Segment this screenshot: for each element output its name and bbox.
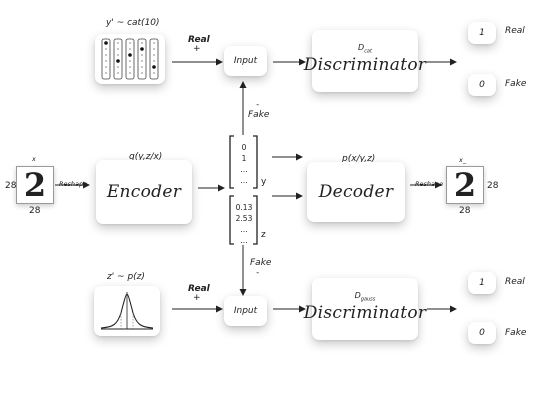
top-input-label: Input [233,56,258,66]
gauss-prior-label: z' ~ p(z) [107,272,145,282]
decoder-label: Decoder [318,182,394,202]
z-value: ... [240,225,248,234]
z-vector-bracket [229,195,258,245]
cat-prior-label: y' ~ cat(10) [106,18,160,28]
encoder-box: Encoder [96,160,192,224]
bottom-fake-output-box: 0 [468,322,496,344]
dcat-discriminator-box: Dcat Discriminator [304,30,426,92]
encoder-title: q(y,z/x) [129,152,163,162]
y-vector-bracket [229,135,258,189]
top-real-output-box: 1 [468,22,496,44]
top-real-output-label: Real [505,26,525,36]
z-vector: 0.13 2.53 ... ... [229,202,259,246]
bottom-real-output-value: 1 [479,278,485,288]
output-size-right: 28 [487,181,499,191]
y-value: 1 [241,154,247,163]
dcat-label: Discriminator [303,54,427,75]
z-value: 2.53 [235,214,253,223]
y-value: 0 [241,143,247,152]
output-digit-image: 2 [446,166,484,204]
bottom-real-output-label: Real [505,277,525,287]
dgauss-discriminator-box: Dgauss Discriminator [304,278,426,340]
bottom-input-box: Input [224,296,267,326]
output-image-title: x_ [459,156,467,164]
bottom-fake-output-value: 0 [479,328,485,338]
input-image-title: x [32,155,36,163]
bottom-real-output-box: 1 [468,272,496,294]
top-real-output-value: 1 [479,28,485,38]
gaussian-curve-icon [100,292,154,330]
top-fake-output-label: Fake [505,79,527,89]
output-reshape-label: Reshape [415,180,444,188]
fake-bottom-label: Fake [250,258,272,268]
onehot-columns-icon [101,38,159,80]
top-real-label: Real [188,35,210,45]
bottom-plus-label: + [193,293,201,303]
gauss-prior-box [94,286,160,336]
fake-top-label: Fake [248,110,270,120]
input-size-left: 28 [5,181,17,191]
top-fake-output-box: 0 [468,74,496,96]
dgauss-title: Dgauss [354,291,376,303]
dcat-title: Dcat [358,43,372,55]
encoder-label: Encoder [106,182,182,202]
decoder-box: Decoder [307,162,405,222]
cat-prior-box [95,34,165,84]
z-value: 0.13 [235,203,253,212]
z-value: ... [240,236,248,245]
bottom-fake-output-label: Fake [505,328,527,338]
input-size-bottom: 28 [29,206,41,216]
top-plus-label: + [193,44,201,54]
y-value: ... [240,165,248,174]
top-fake-output-value: 0 [479,80,485,90]
top-input-box: Input [224,46,267,76]
dgauss-label: Discriminator [303,302,427,323]
decoder-title: p(x/y,z) [342,154,376,164]
bottom-real-label: Real [188,284,210,294]
y-vector: 0 1 ... ... [232,142,256,186]
fake-bottom-minus: - [256,268,260,278]
z-vector-name: z [261,230,266,240]
digit-glyph: 2 [23,166,47,204]
output-size-bottom: 28 [459,206,471,216]
input-reshape-label: Reshape [59,180,88,188]
digit-glyph: 2 [453,166,477,204]
y-value: ... [240,176,248,185]
fake-top-minus: - [256,100,260,110]
input-digit-image: 2 [16,166,54,204]
bottom-input-label: Input [233,306,258,316]
y-vector-name: y [261,177,267,187]
